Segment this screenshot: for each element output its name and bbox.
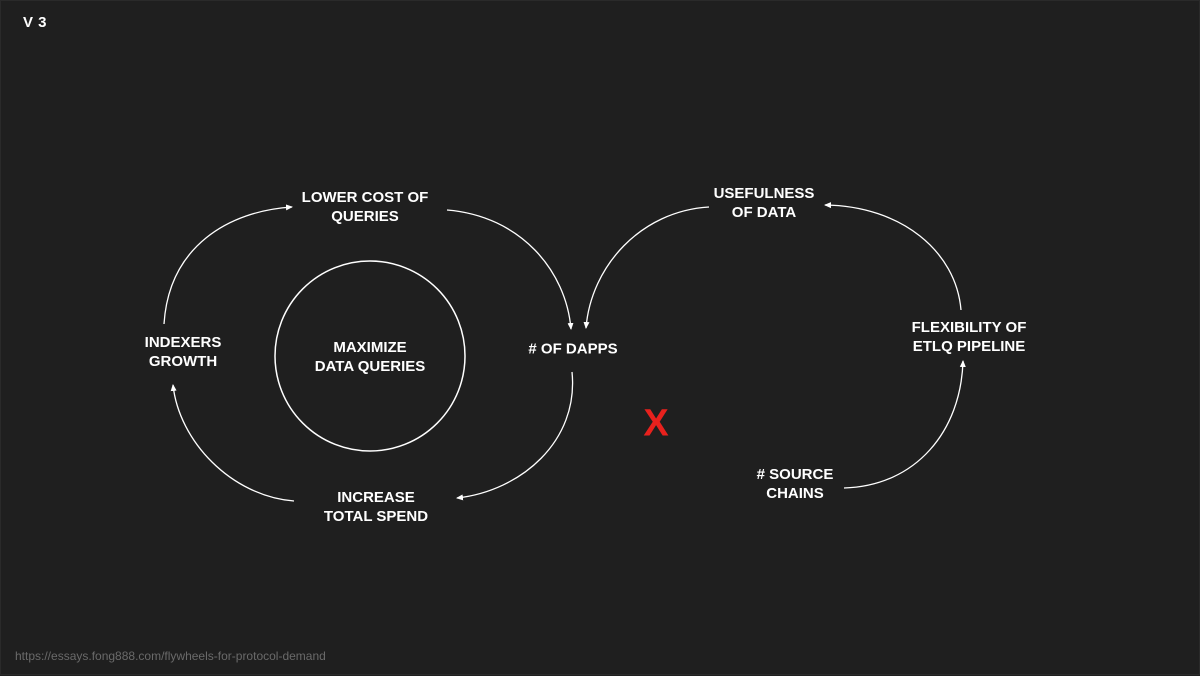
node-increase-total-spend: INCREASE TOTAL SPEND: [323, 489, 429, 525]
node-indexers-growth: INDEXERS GROWTH: [144, 334, 222, 370]
arrow-lower-cost-to-dapps: [446, 209, 574, 330]
version-label: V 3: [23, 14, 48, 31]
arrow-usefulness-to-dapps: [583, 206, 710, 329]
arrow-increase-spend-to-indexers: [170, 384, 295, 502]
arrow-flexibility-to-usefulness: [824, 202, 962, 311]
node-flexibility-of-etlq-pipeline: FLEXIBILITY OF ETLQ PIPELINE: [911, 319, 1027, 355]
source-url: https://essays.fong888.com/flywheels-for…: [15, 649, 326, 663]
node-lower-cost-of-queries: LOWER COST OF QUERIES: [301, 189, 429, 225]
center-circle: [274, 260, 466, 452]
multiplier-x-mark: X: [643, 402, 669, 445]
node-source-chains: # SOURCE CHAINS: [756, 466, 834, 502]
arrow-dapps-to-increase-spend: [456, 371, 574, 501]
center-goal-label: MAXIMIZE DATA QUERIES: [314, 339, 426, 375]
node-number-of-dapps: # OF DAPPS: [528, 340, 618, 358]
node-usefulness-of-data: USEFULNESS OF DATA: [713, 185, 815, 221]
arrow-source-chains-to-flexibility: [843, 360, 966, 489]
arrow-indexers-to-lower-cost: [163, 204, 293, 325]
